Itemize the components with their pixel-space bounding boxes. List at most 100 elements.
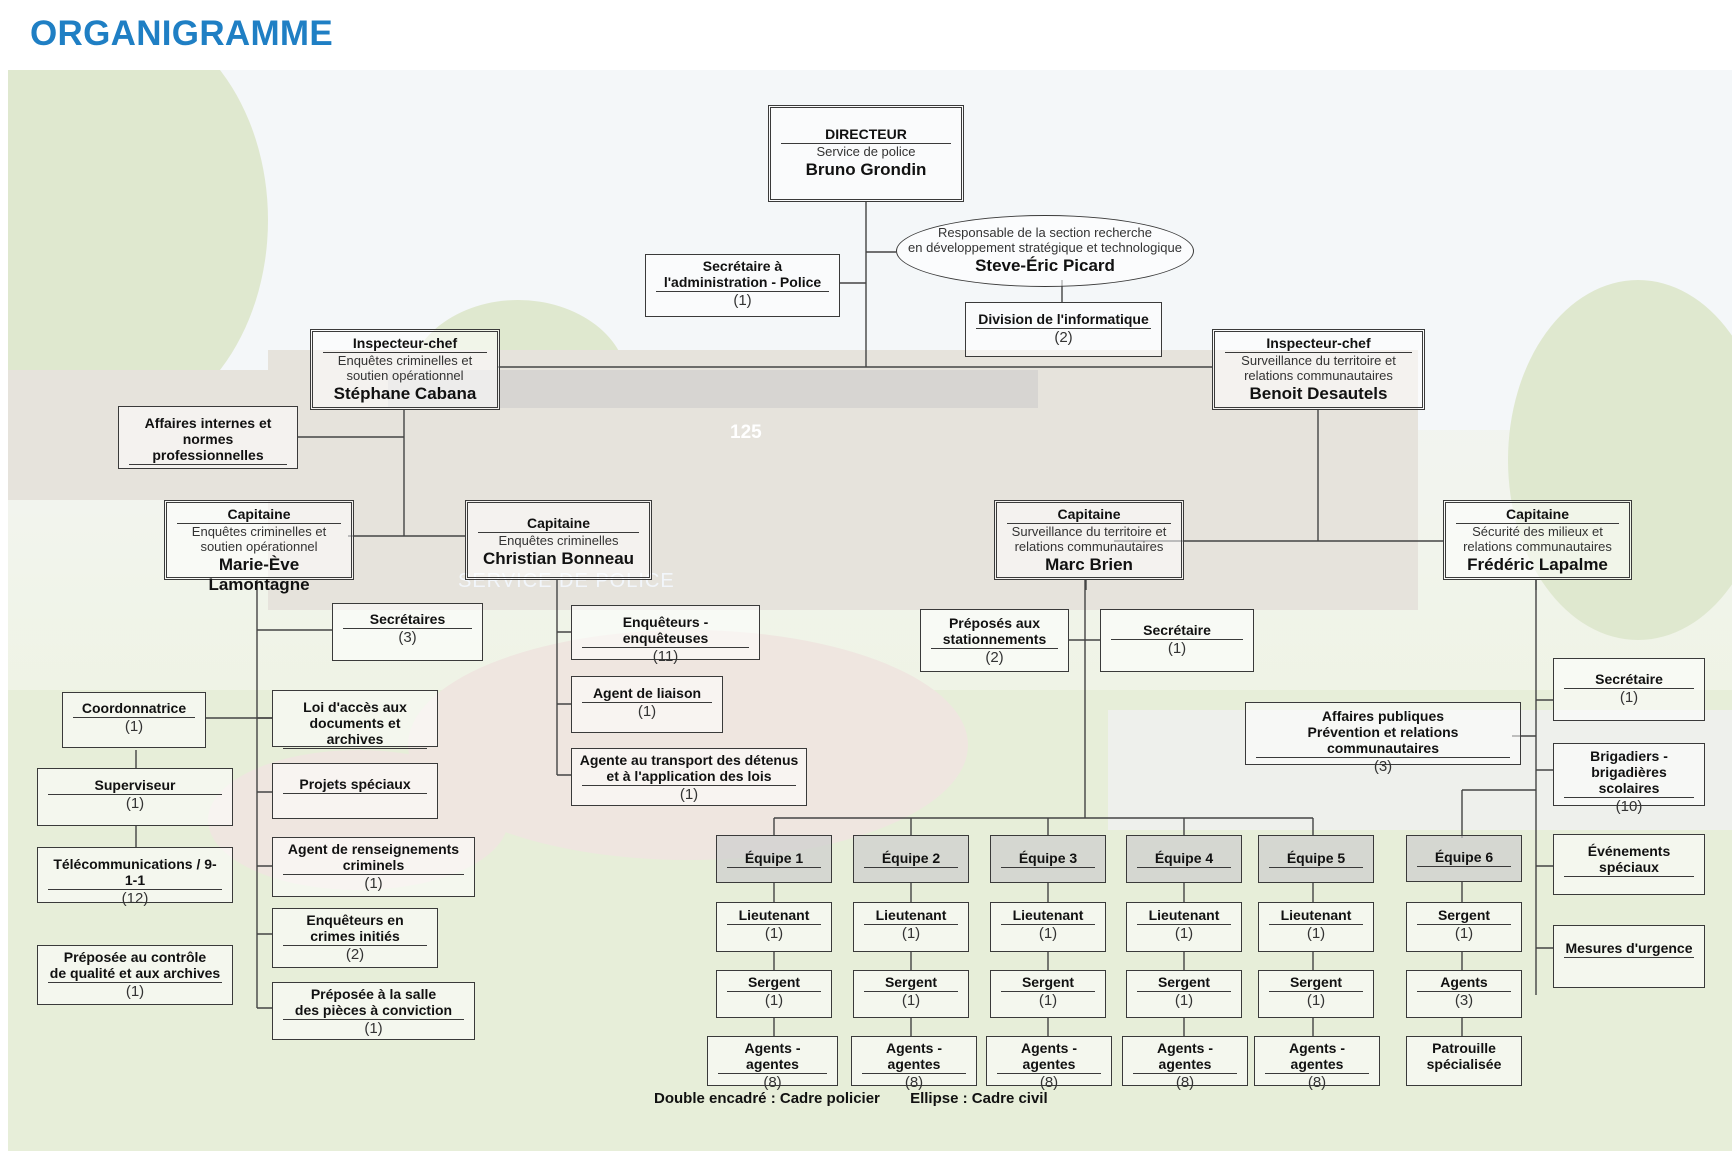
team-1-box: Équipe 1 bbox=[716, 835, 832, 883]
loi-acces-box: Loi d'accès aux documents et archives bbox=[272, 690, 438, 749]
team-4-sergent-box: Sergent(1) bbox=[1126, 970, 1242, 1018]
captain-lamontagne-line1: Enquêtes criminelles et bbox=[191, 524, 327, 539]
enqueteurs-title: Enquêteurs - enquêteuses bbox=[582, 614, 749, 648]
chief-patrol-title: Inspecteur-chef bbox=[1225, 335, 1412, 353]
enqueteurs-crimes-box: Enquêteurs en crimes initiés (2) bbox=[272, 908, 438, 968]
projets-box: Projets spéciaux bbox=[272, 763, 438, 819]
team-2-name: Équipe 2 bbox=[864, 850, 958, 868]
legend: Double encadré : Cadre policier Ellipse … bbox=[654, 1090, 1074, 1107]
research-ellipse: Responsable de la section recherche en d… bbox=[896, 215, 1194, 287]
legend-ellipse: Ellipse : Cadre civil bbox=[910, 1090, 1048, 1107]
loi-acces-line2: documents et archives bbox=[283, 715, 427, 749]
team-6-agents-count: (3) bbox=[1454, 992, 1474, 1009]
team-2-sergent: Sergent bbox=[864, 974, 958, 992]
chief-patrol-line2: relations communautaires bbox=[1244, 368, 1393, 383]
team-5-sergent-box: Sergent(1) bbox=[1258, 970, 1374, 1018]
transport-line2: et à l'application des lois bbox=[582, 768, 796, 786]
team-5-box: Équipe 5 bbox=[1258, 835, 1374, 883]
team-4-agents-box: Agents - agentes(8) bbox=[1122, 1036, 1248, 1091]
chief-criminal-box: Inspecteur-chef Enquêtes criminelles et … bbox=[310, 329, 500, 410]
team-3-box: Équipe 3 bbox=[990, 835, 1106, 883]
team-3-agents: Agents - agentes bbox=[997, 1040, 1101, 1074]
coordonnatrice-title: Coordonnatrice bbox=[73, 700, 195, 718]
team-5-agents-box: Agents - agentes(8) bbox=[1254, 1036, 1380, 1091]
it-division-count: (2) bbox=[1054, 329, 1073, 346]
team-4-lieutenant: Lieutenant bbox=[1137, 907, 1231, 925]
projets-title: Projets spéciaux bbox=[283, 776, 427, 794]
renseignements-line2: criminels bbox=[283, 857, 464, 875]
liaison-count: (1) bbox=[637, 703, 657, 720]
captain-brien-line2: relations communautaires bbox=[1014, 539, 1164, 554]
team-1-agents-box: Agents - agentes(8) bbox=[707, 1036, 838, 1091]
team-6-patrouille-line2: spécialisée bbox=[1426, 1056, 1502, 1072]
team-2-agents: Agents - agentes bbox=[862, 1040, 966, 1074]
secretary-admin-box: Secrétaire à l'administration - Police (… bbox=[645, 254, 840, 317]
director-name: Bruno Grondin bbox=[805, 160, 927, 179]
qualite-box: Préposée au contrôle de qualité et aux a… bbox=[37, 945, 233, 1005]
team-6-name: Équipe 6 bbox=[1417, 849, 1511, 867]
chief-patrol-line1: Surveillance du territoire et bbox=[1241, 353, 1396, 368]
enqueteurs-count: (11) bbox=[652, 648, 679, 665]
secretaire-lapalme-box: Secrétaire (1) bbox=[1553, 658, 1705, 721]
team-4-lieutenant-box: Lieutenant(1) bbox=[1126, 902, 1242, 952]
secretaire-lapalme-title: Secrétaire bbox=[1564, 671, 1694, 689]
secretaires-title: Secrétaires bbox=[343, 611, 472, 629]
liaison-box: Agent de liaison (1) bbox=[571, 676, 723, 733]
stationnements-line2: stationnements bbox=[931, 631, 1058, 649]
team-5-lieutenant-count: (1) bbox=[1306, 925, 1326, 942]
secretaire-lapalme-count: (1) bbox=[1619, 689, 1639, 706]
internal-affairs-line2: normes professionnelles bbox=[129, 431, 287, 465]
secretaires-box: Secrétaires (3) bbox=[332, 603, 483, 661]
team-4-name: Équipe 4 bbox=[1137, 850, 1231, 868]
qualite-line1: Préposée au contrôle bbox=[63, 949, 207, 965]
team-2-agents-count: (8) bbox=[904, 1074, 924, 1091]
team-1-name: Équipe 1 bbox=[727, 850, 821, 868]
secretaire-brien-title: Secrétaire bbox=[1111, 622, 1243, 640]
affaires-publiques-box: Affaires publiques Prévention et relatio… bbox=[1245, 702, 1521, 775]
captain-brien-box: Capitaine Surveillance du territoire et … bbox=[994, 500, 1184, 580]
team-5-agents: Agents - agentes bbox=[1265, 1040, 1369, 1074]
captain-bonneau-box: Capitaine Enquêtes criminelles Christian… bbox=[465, 500, 652, 580]
secretaires-count: (3) bbox=[398, 629, 417, 646]
team-6-agents: Agents bbox=[1417, 974, 1511, 992]
evenements-line2: spéciaux bbox=[1564, 859, 1694, 877]
team-2-lieutenant: Lieutenant bbox=[864, 907, 958, 925]
captain-lamontagne-box: Capitaine Enquêtes criminelles et soutie… bbox=[164, 500, 354, 594]
captain-lamontagne-title: Capitaine bbox=[177, 506, 341, 524]
team-4-sergent-count: (1) bbox=[1174, 992, 1194, 1009]
team-2-sergent-box: Sergent(1) bbox=[853, 970, 969, 1018]
it-division-title: Division de l'informatique bbox=[976, 311, 1151, 329]
enqueteurs-crimes-count: (2) bbox=[345, 946, 365, 963]
transport-box: Agente au transport des détenus et à l'a… bbox=[571, 748, 807, 806]
renseignements-count: (1) bbox=[364, 875, 383, 892]
brigadiers-line1: Brigadiers - bbox=[1590, 748, 1668, 764]
captain-bonneau-title: Capitaine bbox=[478, 515, 639, 533]
captain-lapalme-title: Capitaine bbox=[1456, 506, 1619, 524]
director-box: DIRECTEUR Service de police Bruno Grondi… bbox=[768, 105, 964, 202]
stationnements-count: (2) bbox=[985, 649, 1004, 666]
captain-lapalme-box: Capitaine Sécurité des milieux et relati… bbox=[1443, 500, 1632, 580]
team-5-lieutenant-box: Lieutenant(1) bbox=[1258, 902, 1374, 952]
team-6-sergent-count: (1) bbox=[1454, 925, 1474, 942]
captain-brien-name: Marc Brien bbox=[1045, 555, 1133, 574]
it-division-box: Division de l'informatique (2) bbox=[965, 302, 1162, 357]
secretary-admin-line1: Secrétaire à bbox=[702, 258, 783, 274]
team-4-lieutenant-count: (1) bbox=[1174, 925, 1194, 942]
team-4-box: Équipe 4 bbox=[1126, 835, 1242, 883]
team-4-agents: Agents - agentes bbox=[1133, 1040, 1237, 1074]
team-4-sergent: Sergent bbox=[1137, 974, 1231, 992]
enqueteurs-crimes-line1: Enquêteurs en bbox=[306, 912, 404, 928]
secretaire-brien-box: Secrétaire (1) bbox=[1100, 609, 1254, 672]
captain-lapalme-line2: relations communautaires bbox=[1463, 539, 1612, 554]
evenements-box: Événements spéciaux bbox=[1553, 834, 1705, 895]
team-3-lieutenant-count: (1) bbox=[1038, 925, 1058, 942]
team-5-sergent: Sergent bbox=[1269, 974, 1363, 992]
captain-lapalme-line1: Sécurité des milieux et bbox=[1472, 524, 1603, 539]
chief-criminal-name: Stéphane Cabana bbox=[333, 384, 477, 403]
secretaire-brien-count: (1) bbox=[1167, 640, 1187, 657]
team-3-lieutenant-box: Lieutenant(1) bbox=[990, 902, 1106, 952]
telecom-box: Télécommunications / 9-1-1 (12) bbox=[37, 847, 233, 907]
team-6-patrouille-line1: Patrouille bbox=[1432, 1040, 1496, 1056]
research-line2: en développement stratégique et technolo… bbox=[908, 240, 1182, 255]
team-1-sergent-count: (1) bbox=[764, 992, 784, 1009]
